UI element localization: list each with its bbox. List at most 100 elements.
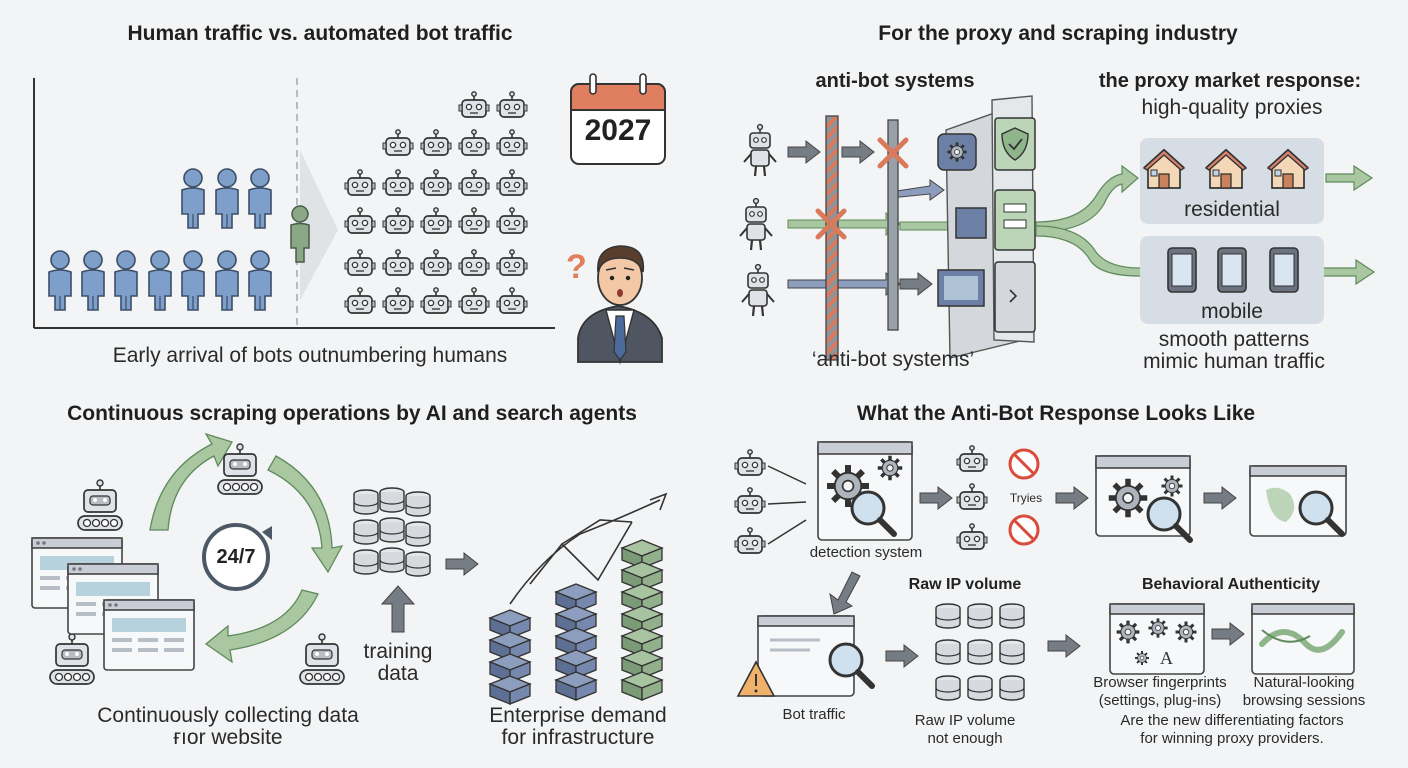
transition-person-icon [290,205,310,263]
database-icon [405,491,431,517]
robot-icon [458,248,490,276]
antibot-arrows [787,140,963,297]
arrow-to-sessions [1211,622,1245,646]
person-icon [215,250,239,311]
person-icon [81,250,105,311]
fingerprints-line2: (settings, plug-ins) [1098,692,1222,709]
residential-proxy-box [1140,138,1324,224]
antibot-robots [738,123,778,318]
raw-ip-heading: Raw IP volume [908,576,1022,593]
database-icon [999,603,1025,629]
behavioral-heading: Behavioral Authenticity [1141,576,1321,593]
database-icon [967,603,993,629]
tryies-label: Tryies [1009,491,1043,505]
database-icon [379,547,405,573]
clock-label: 24/7 [216,546,256,568]
arrow-to-authenticity [1047,634,1081,658]
robot-icon [496,168,528,196]
robot-icon [420,168,452,196]
person-icon [148,250,172,311]
person-icon [181,168,205,229]
robot-icon [496,128,528,156]
scraping-cycle [149,432,344,664]
robot-icon [382,168,414,196]
person-icon [215,168,239,229]
robot-icon [382,206,414,234]
raw-ip-line1: Raw IP volume [914,712,1016,729]
robot-icon [344,206,376,234]
result-window [1249,465,1347,536]
robot-icon [344,248,376,276]
question-mark: ? [566,248,587,286]
database-icon [999,675,1025,701]
robot-icon [458,168,490,196]
bot-traffic-window [736,615,872,697]
arrow-to-tries [919,486,953,510]
arrow-to-ip-volume [885,644,919,668]
training-data-databases [353,487,431,577]
enterprise-line1: Enterprise demand [489,704,667,727]
person-icon [248,168,272,229]
mobile-proxy-box [1140,236,1324,324]
bot-figures [344,90,528,314]
person-icon [248,250,272,311]
database-icon [405,521,431,547]
natural-sessions-panel [1251,603,1355,675]
antibot-caption: ‘anti-bot systems’ [811,348,975,371]
robot-icon [420,248,452,276]
residential-label: residential [1184,198,1280,221]
blocked-bot-attempts [956,444,1040,550]
robot-icon [496,248,528,276]
database-icon [935,603,961,629]
footer-line1: Are the new differentiating factors [1120,712,1344,729]
database-icon [935,675,961,701]
server-block [621,671,663,701]
detection-system-label: detection system [809,544,923,561]
database-icon [967,639,993,665]
block-x-icons [815,137,909,240]
robot-icon [382,286,414,314]
scraping-caption-line2: ғıor website [173,726,283,749]
database-icon [935,639,961,665]
robot-icon [496,90,528,118]
mobile-label: mobile [1201,300,1263,323]
enterprise-line2: for infrastructure [501,726,655,749]
robot-icon [382,248,414,276]
person-icon [48,250,72,311]
traffic-caption: Early arrival of bots outnumbering human… [112,344,508,367]
calendar-icon [570,73,666,165]
response-panel-title: What the Anti-Bot Response Looks Like [856,402,1256,425]
antibot-heading: anti-bot systems [815,70,975,92]
robot-icon [458,206,490,234]
robot-icon [420,206,452,234]
robot-icon [344,286,376,314]
training-data-arrow [380,552,479,633]
robot-icon [382,128,414,156]
database-icon [999,639,1025,665]
database-icon [379,487,405,513]
arrow-to-analysis [1055,486,1089,510]
robot-icon [344,168,376,196]
robot-icon [496,206,528,234]
growth-network-graph [509,492,668,605]
fingerprints-line1: Browser fingerprints [1093,674,1227,691]
traffic-chart-axes [33,78,555,329]
robot-icon [458,128,490,156]
robot-icon [496,286,528,314]
database-icon [353,489,379,515]
database-icon [353,549,379,575]
worried-businessman-icon [577,245,663,365]
scraping-panel-title: Continuous scraping operations by AI and… [67,402,637,425]
raw-ip-line2: not enough [927,730,1003,747]
database-icon [379,517,405,543]
traffic-panel-title: Human traffic vs. automated bot traffic [127,22,513,45]
robot-icon [458,90,490,118]
footer-line2: for winning proxy providers. [1140,730,1324,747]
proxy-caption-line2: mimic human traffic [1143,350,1325,373]
market-heading: the proxy market response: [1098,70,1362,92]
antibot-shield-wall [937,95,1036,359]
training-data-line1: training [363,640,433,663]
server-block [489,675,531,705]
training-data-line2: data [377,662,419,685]
